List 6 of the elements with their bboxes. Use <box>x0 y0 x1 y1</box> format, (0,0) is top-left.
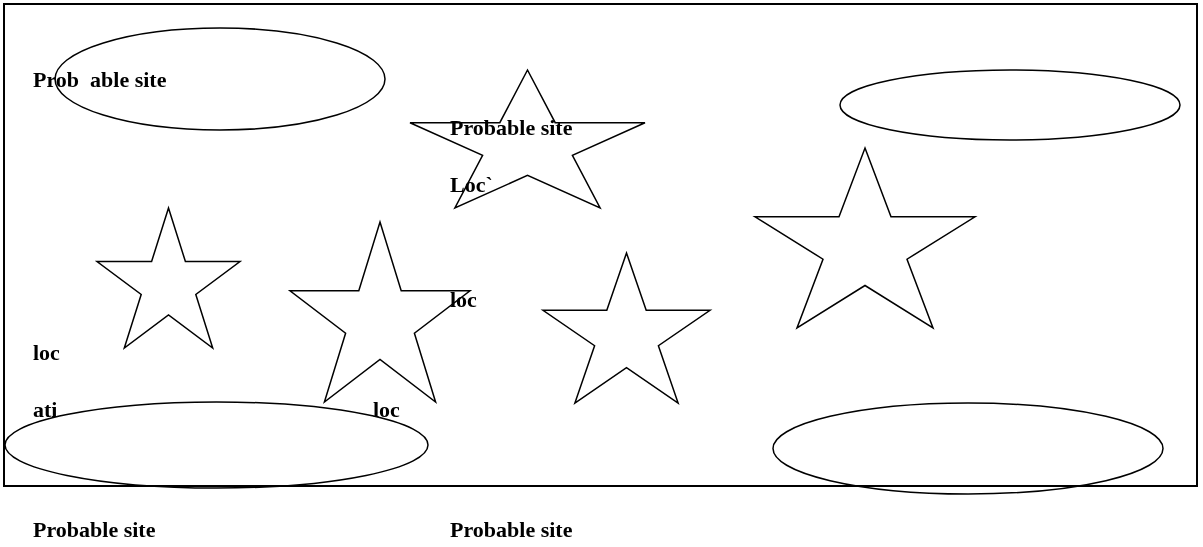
text-label: Probable site <box>33 518 156 542</box>
text-label: loc <box>373 398 400 422</box>
text-label: loc <box>33 341 60 365</box>
text-label: Probable site <box>450 116 573 140</box>
text-label: ati <box>33 398 58 422</box>
text-label: Probable site <box>450 518 573 542</box>
